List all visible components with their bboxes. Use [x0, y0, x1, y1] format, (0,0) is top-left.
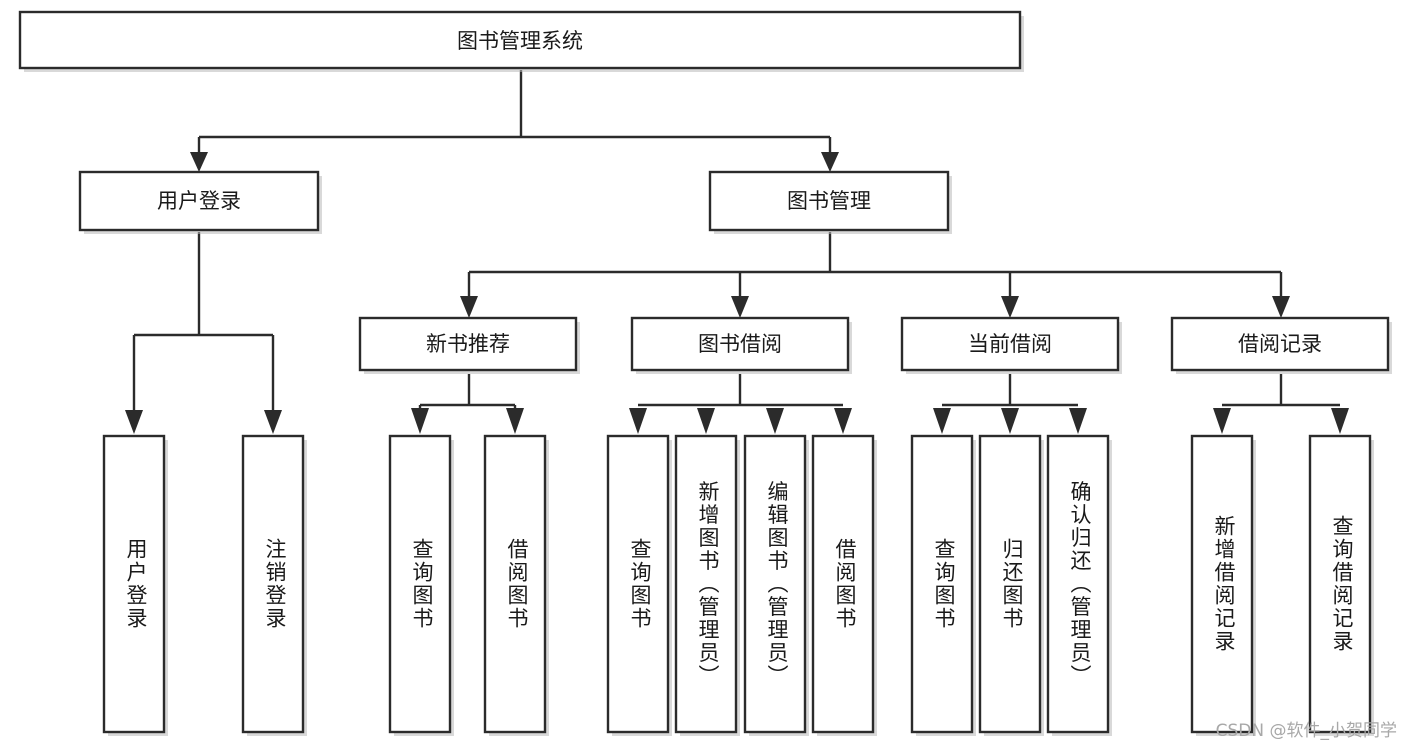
node-leaf-query-book-3[interactable]: 查询图书 [910, 434, 976, 736]
arrow-to-user-login [190, 152, 208, 172]
leaf-borrow-book-1-label: 借阅图书 [505, 538, 529, 630]
leaf-add-record-box [1190, 434, 1254, 734]
leaf-add-book-box [674, 434, 738, 734]
node-leaf-add-book[interactable]: 新增图书（管理员） [674, 434, 740, 736]
leaf-query-book-3-label: 查询图书 [932, 538, 956, 630]
leaf-add-record-label: 新增借阅记录 [1212, 515, 1236, 653]
leaf-return-book-box [978, 434, 1042, 734]
leaf-query-book-2-label: 查询图书 [628, 538, 652, 630]
leaf-add-book-label: 新增图书（管理员） [696, 481, 720, 688]
node-leaf-return-book[interactable]: 归还图书 [978, 434, 1044, 736]
current-borrow-box [900, 316, 1120, 372]
node-leaf-borrow-book-1[interactable]: 借阅图书 [483, 434, 549, 736]
leaf-query-book-1-box [388, 434, 452, 734]
root-box [18, 10, 1022, 70]
node-current-borrow[interactable]: 当前借阅 [900, 316, 1122, 374]
arrow-to-leaf-query-book-2 [629, 408, 647, 434]
leaf-edit-book-label: 编辑图书（管理员） [765, 481, 789, 688]
new-book-recommend-box [358, 316, 578, 372]
arrow-to-leaf-user-login [125, 410, 143, 434]
book-borrow-label: 图书借阅 [698, 332, 782, 356]
node-leaf-add-record[interactable]: 新增借阅记录 [1190, 434, 1256, 736]
leaf-return-book-label: 归还图书 [1000, 538, 1024, 630]
leaf-user-logout-label: 注销登录 [263, 538, 287, 630]
arrow-to-leaf-query-book-1 [411, 408, 429, 434]
leaf-borrow-book-2-label: 借阅图书 [833, 538, 857, 630]
book-management-label: 图书管理 [787, 189, 871, 213]
leaf-user-login-label: 用户登录 [124, 538, 148, 630]
leaf-user-logout-box [241, 434, 305, 734]
book-borrow-box [630, 316, 850, 372]
arrow-to-leaf-add-book [697, 408, 715, 434]
node-leaf-query-book-1[interactable]: 查询图书 [388, 434, 454, 736]
book-management-box [708, 170, 950, 232]
leaf-confirm-return-box [1046, 434, 1110, 734]
node-leaf-user-login[interactable]: 用户登录 [102, 434, 168, 736]
node-user-login[interactable]: 用户登录 [78, 170, 322, 234]
borrow-record-label: 借阅记录 [1238, 332, 1322, 356]
user-login-label: 用户登录 [157, 189, 241, 213]
arrow-to-leaf-confirm-return [1069, 408, 1087, 434]
arrow-to-leaf-query-book-3 [933, 408, 951, 434]
arrow-to-leaf-query-record [1331, 408, 1349, 434]
arrow-to-leaf-borrow-book-1 [506, 408, 524, 434]
borrow-record-box [1170, 316, 1390, 372]
leaf-confirm-return-label: 确认归还（管理员） [1068, 481, 1092, 688]
arrow-to-leaf-return-book [1001, 408, 1019, 434]
node-leaf-user-logout[interactable]: 注销登录 [241, 434, 307, 736]
leaf-borrow-book-1-box [483, 434, 547, 734]
arrow-to-leaf-borrow-book-2 [834, 408, 852, 434]
leaf-query-record-label: 查询借阅记录 [1330, 515, 1354, 653]
leaf-query-book-1-label: 查询图书 [410, 538, 434, 630]
arrow-to-book-borrow [731, 296, 749, 318]
connector-layer [125, 70, 1349, 434]
leaf-edit-book-box [743, 434, 807, 734]
node-book-management[interactable]: 图书管理 [708, 170, 952, 234]
leaf-query-record-box [1308, 434, 1372, 734]
node-leaf-query-book-2[interactable]: 查询图书 [606, 434, 672, 736]
arrow-to-leaf-edit-book [766, 408, 784, 434]
leaf-query-book-3-box [910, 434, 974, 734]
leaf-query-book-2-box [606, 434, 670, 734]
arrow-to-borrow-record [1272, 296, 1290, 318]
arrow-to-new-book-recommend [460, 296, 478, 318]
leaf-borrow-book-2-box [811, 434, 875, 734]
arrow-to-leaf-add-record [1213, 408, 1231, 434]
current-borrow-label: 当前借阅 [968, 332, 1052, 356]
leaf-user-login-box [102, 434, 166, 734]
root-label: 图书管理系统 [457, 29, 583, 53]
new-book-recommend-label: 新书推荐 [426, 332, 510, 356]
node-borrow-record[interactable]: 借阅记录 [1170, 316, 1392, 374]
arrow-to-book-management [821, 152, 839, 172]
node-book-borrow[interactable]: 图书借阅 [630, 316, 852, 374]
node-leaf-query-record[interactable]: 查询借阅记录 [1308, 434, 1374, 736]
arrow-to-current-borrow [1001, 296, 1019, 318]
user-login-box [78, 170, 320, 232]
node-root[interactable]: 图书管理系统 [18, 10, 1024, 72]
node-leaf-edit-book[interactable]: 编辑图书（管理员） [743, 434, 809, 736]
node-new-book-recommend[interactable]: 新书推荐 [358, 316, 580, 374]
node-leaf-confirm-return[interactable]: 确认归还（管理员） [1046, 434, 1112, 736]
arrow-to-leaf-user-logout [264, 410, 282, 434]
node-leaf-borrow-book-2[interactable]: 借阅图书 [811, 434, 877, 736]
